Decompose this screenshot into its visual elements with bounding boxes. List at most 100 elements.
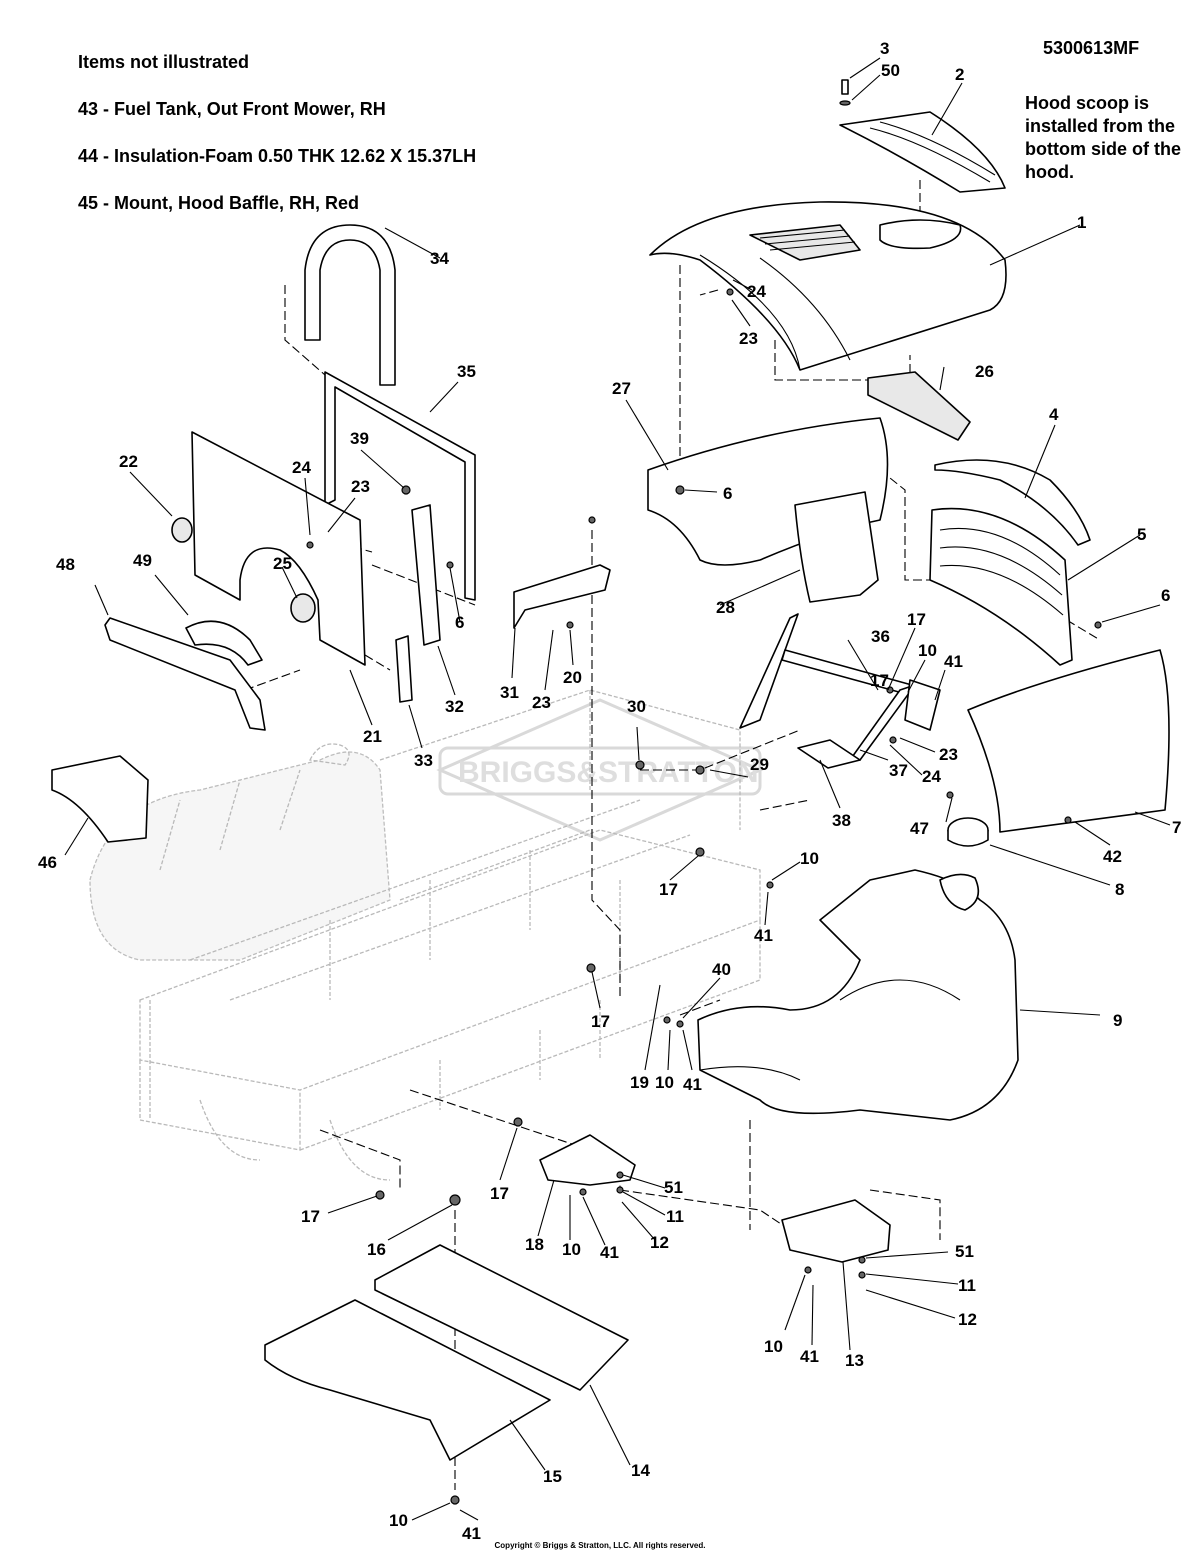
grille-top [934, 459, 1091, 546]
seal-strip-32 [411, 504, 441, 646]
seal-strip-33 [395, 635, 413, 703]
callout-46: 46 [38, 853, 57, 872]
callout-41: 41 [800, 1347, 819, 1366]
note-item: 44 - Insulation-Foam 0.50 THK 12.62 X 15… [78, 146, 477, 166]
callout-12: 12 [958, 1310, 977, 1329]
callout-30: 30 [627, 697, 646, 716]
callout-3: 3 [880, 39, 889, 58]
right-side-panel [967, 649, 1170, 833]
note-item: 45 - Mount, Hood Baffle, RH, Red [78, 193, 359, 213]
callout-13: 13 [845, 1351, 864, 1370]
grommet-22 [171, 517, 193, 543]
callout-17: 17 [659, 880, 678, 899]
brand-watermark: BRIGGS&STRATTON [436, 698, 764, 842]
hood-scoop-note: Hood scoop is installed from the bottom … [1025, 93, 1181, 182]
callout-20: 20 [563, 668, 582, 687]
callout-21: 21 [363, 727, 382, 746]
notes-heading: Items not illustrated [78, 52, 250, 72]
callout-23: 23 [351, 477, 370, 496]
callout-12: 12 [650, 1233, 669, 1252]
callout-19: 19 [630, 1073, 649, 1092]
callout-41: 41 [944, 652, 963, 671]
fuel-cap [947, 817, 989, 847]
callout-leaders [64, 57, 1171, 1521]
callout-10: 10 [562, 1240, 581, 1259]
callout-15: 15 [543, 1467, 562, 1486]
floor-plates [264, 1244, 629, 1461]
hood-scoop [839, 111, 1006, 193]
mower-frame-ghost [89, 689, 761, 1181]
grommet-25 [290, 593, 316, 623]
callout-48: 48 [56, 555, 75, 574]
tank-support-bracket [539, 1134, 636, 1186]
callout-26: 26 [975, 362, 994, 381]
callout-49: 49 [133, 551, 152, 570]
callout-24: 24 [922, 767, 941, 786]
callout-24: 24 [292, 458, 311, 477]
callout-51: 51 [955, 1242, 974, 1261]
callout-17: 17 [591, 1012, 610, 1031]
callout-5: 5 [1137, 525, 1146, 544]
callout-41: 41 [462, 1524, 481, 1543]
callout-1: 1 [1077, 213, 1086, 232]
callout-41: 41 [683, 1075, 702, 1094]
lower-baffle [104, 617, 266, 731]
callout-32: 32 [445, 697, 464, 716]
fuel-tank [697, 869, 1019, 1121]
callout-10: 10 [389, 1511, 408, 1530]
callout-28: 28 [716, 598, 735, 617]
callout-35: 35 [457, 362, 476, 381]
callout-33: 33 [414, 751, 433, 770]
callout-6: 6 [455, 613, 464, 632]
callout-23: 23 [739, 329, 758, 348]
callout-22: 22 [119, 452, 138, 471]
callout-2: 2 [955, 65, 964, 84]
foam-hoop [304, 224, 396, 386]
note-item: 43 - Fuel Tank, Out Front Mower, RH [78, 99, 386, 119]
callout-14: 14 [631, 1461, 650, 1480]
callout-labels: 1 2 3 4 5 6 6 6 7 8 9 10 10 10 10 10 10 … [38, 39, 1181, 1543]
callout-8: 8 [1115, 880, 1124, 899]
callout-4: 4 [1049, 405, 1059, 424]
baffle-seal [185, 620, 263, 666]
callout-7: 7 [1172, 818, 1181, 837]
callout-40: 40 [712, 960, 731, 979]
callout-10: 10 [918, 641, 937, 660]
callout-11: 11 [666, 1207, 684, 1226]
callout-29: 29 [750, 755, 769, 774]
callout-16: 16 [367, 1240, 386, 1259]
callout-37: 37 [889, 761, 908, 780]
scoop-washer [839, 100, 851, 106]
callout-34: 34 [430, 249, 449, 268]
callout-47: 47 [910, 819, 929, 838]
callout-41: 41 [754, 926, 773, 945]
callout-23: 23 [939, 745, 958, 764]
fuel-tank-bracket [781, 1199, 891, 1263]
callout-38: 38 [832, 811, 851, 830]
callout-23: 23 [532, 693, 551, 712]
mount-bracket [513, 564, 611, 629]
scoop-bolt [841, 79, 849, 95]
callout-27: 27 [612, 379, 631, 398]
callout-36: 36 [871, 627, 890, 646]
callout-25: 25 [273, 554, 292, 573]
callout-31: 31 [500, 683, 519, 702]
insulation-foam-block [867, 371, 971, 441]
callout-10: 10 [764, 1337, 783, 1356]
callout-10: 10 [800, 849, 819, 868]
callout-6: 6 [1161, 586, 1170, 605]
callout-17: 17 [301, 1207, 320, 1226]
callout-11: 11 [958, 1276, 976, 1295]
copyright-footer: Copyright © Briggs & Stratton, LLC. All … [494, 1541, 706, 1550]
callout-39: 39 [350, 429, 369, 448]
callout-42: 42 [1103, 847, 1122, 866]
cover-bracket-46 [51, 755, 149, 843]
document-number: 5300613MF [1043, 38, 1140, 58]
hood [649, 201, 1007, 371]
baffle-panel [191, 431, 366, 666]
foam-panel [794, 491, 879, 603]
callout-6: 6 [723, 484, 732, 503]
callout-17: 17 [907, 610, 926, 629]
callout-17: 17 [490, 1184, 509, 1203]
